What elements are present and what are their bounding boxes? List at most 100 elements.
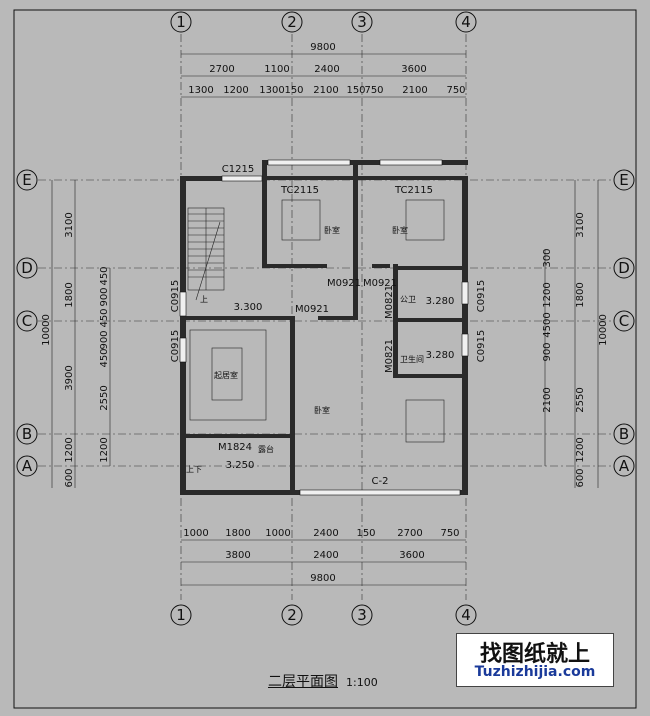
dim-top3-2: 1300 xyxy=(259,85,284,96)
dim-bot1-0: 1000 xyxy=(183,528,208,539)
axis-3-top: 3 xyxy=(357,13,367,31)
dim-left-total: 10000 xyxy=(41,314,52,346)
dim-bot1-2: 1000 xyxy=(265,528,290,539)
brand-name: 找图纸就上 xyxy=(479,642,590,667)
axis-2-bottom: 2 xyxy=(287,606,297,624)
axis-3-bottom: 3 xyxy=(357,606,367,624)
dim-right-5: 600 xyxy=(575,468,586,487)
axis-C-left: C xyxy=(22,312,32,330)
bottom-dimensions: 1000 1800 1000 2400 150 2700 750 3800 24… xyxy=(181,528,466,586)
dim-right-inner-2: 900 xyxy=(542,342,553,361)
label-c0915-b: C0915 xyxy=(170,330,181,362)
label-living: 起居室 xyxy=(214,370,238,380)
axis-bubbles-left: E D C B A xyxy=(16,169,38,477)
dim-bot1-1: 1800 xyxy=(225,528,250,539)
dim-bot1-3: 2400 xyxy=(313,528,338,539)
label-elev-3280-b: 3.280 xyxy=(426,350,455,361)
dim-top2-0: 2700 xyxy=(209,64,234,75)
caption-title: 二层平面图 xyxy=(268,674,338,690)
dim-bot2-1: 2400 xyxy=(313,550,338,561)
dim-left-0: 3100 xyxy=(64,212,75,237)
label-bedroom-c: 卧室 xyxy=(314,405,330,415)
brand-url: Tuzhizhijia.com xyxy=(474,664,596,680)
dim-top3-5: 150 xyxy=(346,85,365,96)
label-c0915-a: C0915 xyxy=(170,280,181,312)
dim-left-1: 1800 xyxy=(64,282,75,307)
label-tc2115-a: TC2115 xyxy=(280,185,319,196)
label-c0915-d: C0915 xyxy=(476,330,487,362)
dim-right-2: 1800 xyxy=(575,282,586,307)
label-tc2115-b: TC2115 xyxy=(394,185,433,196)
axis-4-top: 4 xyxy=(461,13,471,31)
axis-C-right: C xyxy=(619,312,629,330)
label-m0821-b: M0821 xyxy=(384,339,395,373)
brand-badge: 找图纸就上 Tuzhizhijia.com xyxy=(456,633,614,687)
dim-bot1-4: 150 xyxy=(356,528,375,539)
dim-left-inner-1: 900 xyxy=(99,287,110,306)
label-c2: C-2 xyxy=(372,476,389,487)
axis-E-left: E xyxy=(22,171,31,189)
axis-A-left: A xyxy=(22,457,33,475)
axis-D-right: D xyxy=(618,259,630,277)
dim-right-0: 3100 xyxy=(575,212,586,237)
label-elev-3280-a: 3.280 xyxy=(426,296,455,307)
dim-left-inner-5: 2550 xyxy=(99,385,110,410)
dim-bot-total: 9800 xyxy=(310,573,335,584)
label-bedroom-a: 卧室 xyxy=(324,225,340,235)
dim-top3-3: 150 xyxy=(284,85,303,96)
label-elev-3300: 3.300 xyxy=(234,302,263,313)
axis-bubbles-top: 1 2 3 4 xyxy=(170,11,477,33)
axis-E-right: E xyxy=(619,171,628,189)
dim-top3-7: 2100 xyxy=(402,85,427,96)
dim-top3-0: 1300 xyxy=(188,85,213,96)
dim-right-total: 10000 xyxy=(598,314,609,346)
dim-top3-6: 750 xyxy=(364,85,383,96)
dim-right-inner-3: 2100 xyxy=(542,387,553,412)
dim-left-3: 1200 xyxy=(64,437,75,462)
dim-top3-8: 750 xyxy=(446,85,465,96)
bed-icons xyxy=(281,199,445,443)
room-labels: C1215 TC2115 TC2115 卧室 卧室 卧室 M0921 M0921… xyxy=(170,164,487,487)
label-terrace: 露台 xyxy=(258,444,274,454)
dim-left-inner-2: 450 xyxy=(99,308,110,327)
dim-left-2: 3900 xyxy=(64,365,75,390)
dim-right-inner-0: 300 xyxy=(542,248,553,267)
label-up: 上 xyxy=(200,295,208,304)
dim-top3-1: 1200 xyxy=(223,85,248,96)
dim-right-1: 1200 xyxy=(542,282,553,307)
windows xyxy=(179,159,469,496)
label-bathroom: 卫生间 xyxy=(400,354,424,364)
axis-bubbles-bottom: 1 2 3 4 xyxy=(170,604,477,626)
dim-right-inner-1: 4500 xyxy=(542,312,553,337)
dim-top2-3: 3600 xyxy=(401,64,426,75)
dim-left-inner-4: 450 xyxy=(99,348,110,367)
dim-top2-1: 1100 xyxy=(264,64,289,75)
stairs xyxy=(187,207,225,301)
axis-bubbles-right: E D C B A xyxy=(613,169,635,477)
axis-D-left: D xyxy=(21,259,33,277)
label-m1824: M1824 xyxy=(218,442,252,453)
dim-bot2-2: 3600 xyxy=(399,550,424,561)
sofa-set xyxy=(189,329,267,421)
label-m0921-b: M0921 xyxy=(363,278,397,289)
axis-A-right: A xyxy=(619,457,630,475)
dim-top3-4: 2100 xyxy=(313,85,338,96)
dim-left-inner-0: 450 xyxy=(99,266,110,285)
axis-B-right: B xyxy=(619,425,629,443)
label-m0821-a: M0821 xyxy=(384,285,395,319)
axis-4-bottom: 4 xyxy=(461,606,471,624)
dim-bot1-5: 2700 xyxy=(397,528,422,539)
top-dimensions: 9800 2700 1100 2400 3600 1300 1200 1300 … xyxy=(181,42,466,98)
label-c1215: C1215 xyxy=(222,164,254,175)
dim-right-3: 2550 xyxy=(575,387,586,412)
axis-B-left: B xyxy=(22,425,32,443)
axis-1-bottom: 1 xyxy=(176,606,186,624)
drawing-frame xyxy=(13,9,637,709)
axis-2-top: 2 xyxy=(287,13,297,31)
dim-left-4: 600 xyxy=(64,468,75,487)
axis-1-top: 1 xyxy=(176,13,186,31)
label-shangxia: 上下 xyxy=(186,465,202,474)
